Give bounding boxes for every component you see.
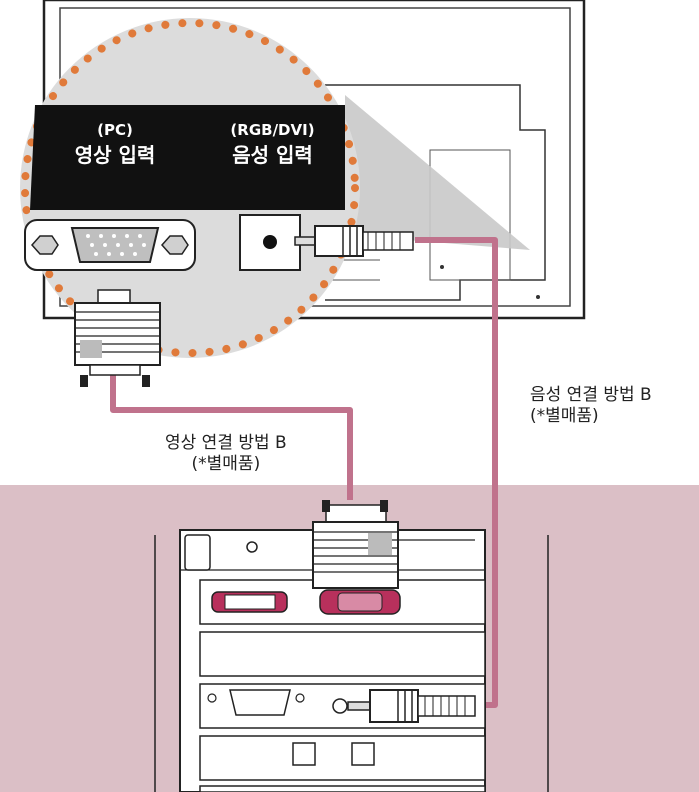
video-cable bbox=[110, 375, 353, 500]
vga-plug-monitor bbox=[74, 289, 161, 387]
pc-tower bbox=[154, 529, 549, 792]
audio-plug-monitor bbox=[294, 225, 414, 257]
vga-plug-pc bbox=[312, 500, 399, 589]
vga-port bbox=[24, 219, 196, 271]
zoom-callout-wedge bbox=[345, 95, 530, 250]
audio-plug-pc bbox=[347, 689, 476, 723]
zoom-circle bbox=[20, 18, 360, 358]
pc-port-label: (PC) 영상 입력 bbox=[55, 120, 175, 170]
audio-jack-port bbox=[239, 214, 301, 271]
zoom-label-band bbox=[30, 105, 345, 210]
audio-port-label: (RGB/DVI) 음성 입력 bbox=[205, 120, 340, 170]
video-method-label: 영상 연결 방법 B (*별매품) bbox=[165, 433, 287, 475]
pc-port-label-line2: 영상 입력 bbox=[74, 143, 156, 167]
video-method-line1: 영상 연결 방법 B bbox=[165, 433, 287, 453]
video-method-line2: (*별매품) bbox=[191, 454, 261, 474]
pc-port-label-line1: (PC) bbox=[97, 121, 133, 139]
audio-port-label-line2: 음성 입력 bbox=[232, 143, 313, 167]
audio-port-label-line1: (RGB/DVI) bbox=[230, 121, 315, 139]
audio-method-line1: 음성 연결 방법 B bbox=[530, 385, 652, 405]
audio-method-label: 음성 연결 방법 B (*별매품) bbox=[530, 385, 652, 427]
audio-method-line2: (*별매품) bbox=[530, 406, 599, 426]
